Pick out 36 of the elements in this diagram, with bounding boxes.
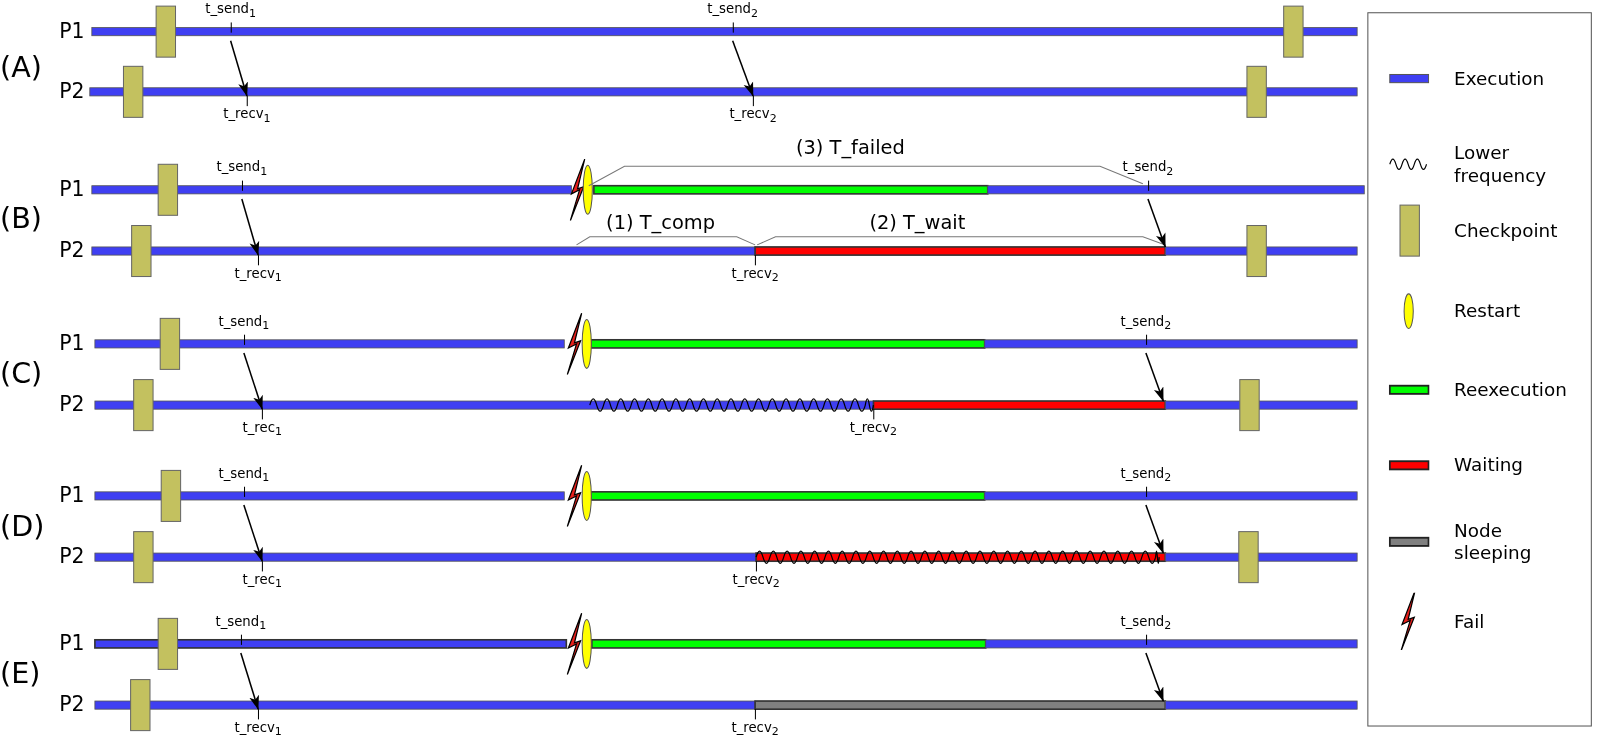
scenario-label: (D) [0,511,45,543]
message-arrow [243,504,263,562]
legend-text: Lower frequency [1454,141,1548,187]
legend-text: Execution [1454,67,1546,90]
duration-label: (3) T_failed [795,136,905,158]
message-arrow [240,652,259,710]
lane-label: P2 [59,392,85,416]
message-arrow [1145,352,1165,402]
lane-label: P1 [59,483,85,507]
scenario-label: (A) [0,52,42,84]
lane-label: P1 [59,177,85,200]
lane-label: P1 [59,19,85,42]
scenario-label: (C) [0,358,43,390]
message-arrow [243,352,263,410]
message-arrow [1147,198,1167,248]
message-arrow [1145,652,1165,702]
legend-text: Reexecution [1454,378,1568,401]
legend-text: Checkpoint [1454,219,1559,242]
scenario-label: (E) [0,658,41,690]
legend-text: Fail [1454,610,1486,633]
lane-label: P2 [59,692,85,716]
legend-text: Restart [1454,300,1522,323]
message-arrow [1145,504,1165,554]
legend-text: Node sleeping [1454,519,1533,565]
lane-label: P1 [59,331,85,355]
message-arrow [229,40,248,97]
duration-label: (1) T_comp [606,210,715,233]
lane-label: P2 [59,544,85,568]
scenario-label: (B) [0,203,42,235]
lane-label: P2 [59,79,85,103]
message-arrow [241,198,260,256]
lane-label: P2 [59,238,85,262]
lane-label: P1 [59,631,85,655]
message-arrow [731,40,754,97]
legend-text: Waiting [1454,454,1525,477]
duration-label: (2) T_wait [869,210,966,233]
